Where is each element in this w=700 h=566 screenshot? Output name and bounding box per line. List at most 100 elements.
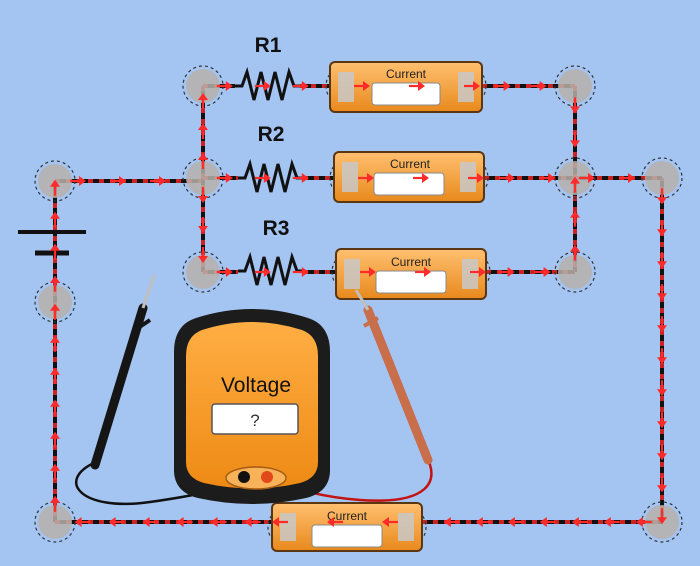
current-arrow-icon — [225, 173, 233, 183]
current-arrow-icon — [628, 173, 635, 183]
current-arrow-icon — [50, 463, 60, 471]
current-arrow-icon — [327, 517, 334, 527]
current-arrow-icon — [263, 173, 271, 183]
current-arrow-icon — [263, 267, 271, 277]
black-probe[interactable] — [90, 274, 156, 470]
junction-node[interactable] — [186, 69, 220, 103]
current-arrow-icon — [198, 153, 208, 160]
current-arrow-icon — [657, 421, 667, 429]
current-arrow-icon — [363, 81, 370, 91]
current-arrow-icon — [588, 173, 595, 183]
current-arrow-icon — [119, 176, 126, 186]
current-arrow-icon — [50, 243, 60, 251]
junction-node[interactable] — [558, 69, 592, 103]
ammeter-label: Current — [390, 157, 431, 171]
probe-icon — [363, 305, 433, 465]
ammeter-r3-branch[interactable]: Current — [335, 248, 487, 300]
voltmeter-port-panel — [225, 466, 287, 490]
black-port[interactable] — [238, 471, 250, 483]
current-arrow-icon — [657, 197, 667, 205]
resistor-r3[interactable]: R3 — [238, 217, 303, 286]
current-arrow-icon — [657, 293, 667, 301]
resistor-r1[interactable]: R1 — [235, 34, 300, 101]
current-arrow-icon — [570, 106, 580, 114]
red-probe[interactable] — [354, 289, 433, 465]
current-arrow-icon — [50, 495, 60, 503]
current-arrow-icon — [570, 176, 580, 184]
current-arrow-icon — [244, 517, 252, 527]
current-arrow-icon — [539, 517, 547, 527]
ammeter-main[interactable]: Current — [271, 502, 423, 552]
junction-node[interactable] — [558, 255, 592, 289]
junction-node[interactable] — [186, 255, 220, 289]
junction-node[interactable] — [38, 505, 72, 539]
ammeter-r1-branch[interactable]: Current — [329, 61, 483, 113]
current-arrow-icon — [424, 267, 431, 277]
current-arrow-icon — [198, 93, 208, 100]
ammeter-label: Current — [327, 509, 368, 523]
current-arrow-icon — [301, 267, 309, 277]
junction-node[interactable] — [645, 161, 679, 195]
current-arrow-icon — [635, 517, 643, 527]
current-arrow-icon — [176, 517, 184, 527]
current-arrow-icon — [50, 431, 60, 439]
ammeter-display — [371, 82, 441, 106]
red-port[interactable] — [261, 471, 273, 483]
current-arrow-icon — [657, 357, 667, 365]
current-arrow-icon — [272, 517, 279, 527]
current-arrow-icon — [50, 211, 60, 219]
current-arrow-icon — [657, 517, 667, 525]
current-arrow-icon — [539, 81, 547, 91]
current-arrow-icon — [198, 196, 208, 203]
current-arrow-icon — [50, 303, 60, 311]
resistor-icon — [235, 66, 300, 101]
current-arrow-icon — [570, 210, 580, 218]
current-arrow-icon — [571, 517, 579, 527]
current-arrow-icon — [443, 517, 451, 527]
resistor-icon — [238, 251, 303, 286]
current-arrow-icon — [74, 517, 82, 527]
current-arrow-icon — [418, 81, 425, 91]
current-arrow-icon — [159, 176, 166, 186]
voltmeter-display — [211, 403, 299, 435]
current-arrow-icon — [198, 226, 208, 233]
voltmeter[interactable]: Voltage ? — [174, 309, 330, 504]
current-arrow-icon — [570, 244, 580, 252]
junction-node[interactable] — [38, 285, 72, 319]
current-arrows — [50, 81, 667, 527]
current-arrow-icon — [50, 367, 60, 375]
current-arrow-icon — [50, 335, 60, 343]
resistor-label: R1 — [255, 34, 282, 57]
current-arrow-icon — [198, 123, 208, 130]
ammeter-display — [373, 172, 445, 196]
current-arrow-icon — [50, 275, 60, 283]
current-arrow-icon — [479, 267, 486, 277]
voltmeter-label: Voltage — [221, 374, 291, 397]
voltmeter-value: ? — [250, 411, 259, 430]
current-arrow-icon — [369, 267, 376, 277]
current-arrow-icon — [503, 81, 511, 91]
current-arrow-icon — [263, 81, 271, 91]
junction-node[interactable] — [186, 161, 220, 195]
ammeter-label: Current — [391, 255, 432, 269]
current-arrow-icon — [657, 389, 667, 397]
current-arrow-icon — [477, 173, 484, 183]
battery — [18, 230, 86, 256]
current-arrow-icon — [422, 173, 429, 183]
current-arrow-icon — [301, 173, 309, 183]
current-arrow-icon — [198, 256, 208, 263]
current-arrow-icon — [657, 229, 667, 237]
current-arrow-icon — [108, 517, 116, 527]
current-arrow-icon — [142, 517, 150, 527]
resistor-icon — [238, 158, 303, 193]
resistor-label: R3 — [263, 217, 290, 240]
junction-nodes — [34, 65, 683, 548]
resistor-r2[interactable]: R2 — [238, 123, 303, 193]
junction-ring — [554, 251, 596, 293]
current-arrow-icon — [603, 517, 611, 527]
ammeter-r2-branch[interactable]: Current — [333, 151, 485, 203]
current-arrow-icon — [79, 176, 86, 186]
probe-icon — [90, 303, 148, 470]
current-arrow-icon — [508, 173, 515, 183]
